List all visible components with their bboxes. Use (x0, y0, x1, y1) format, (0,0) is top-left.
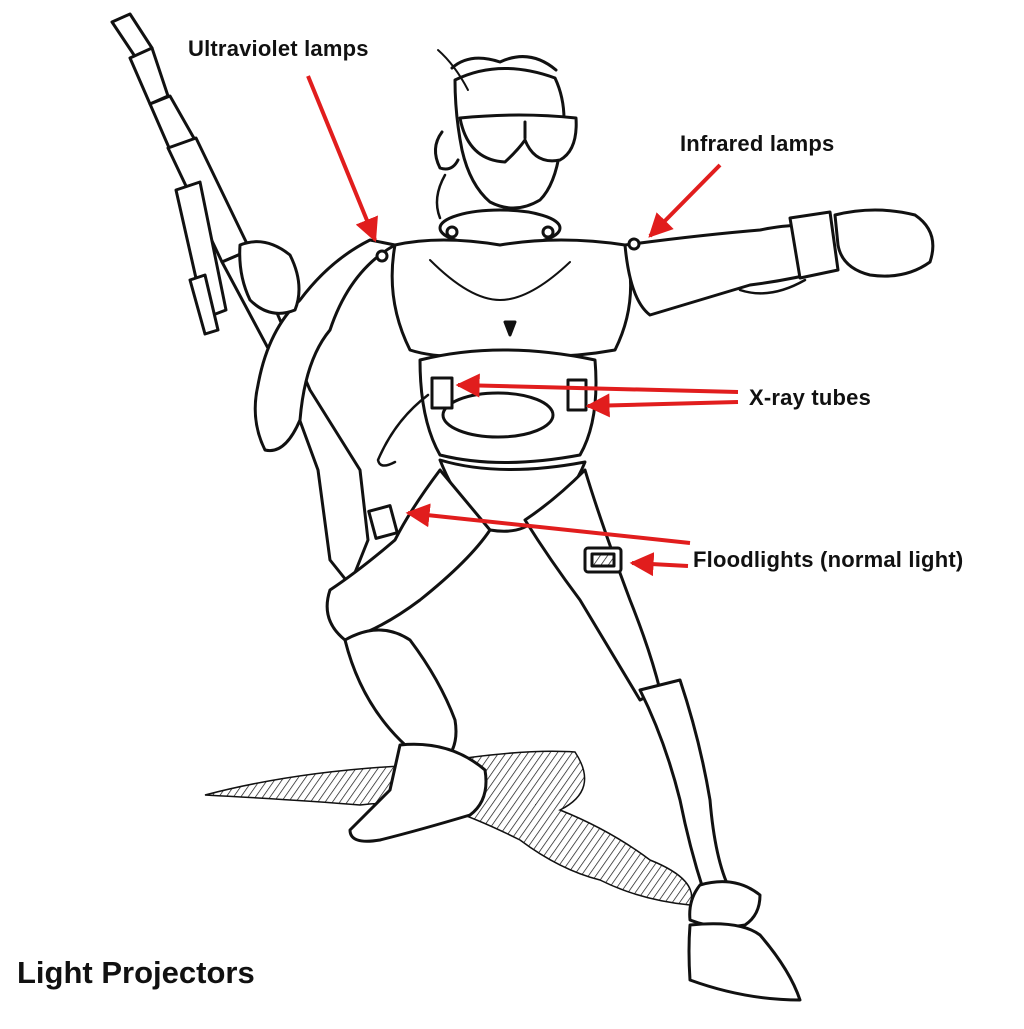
label-ultraviolet-lamps: Ultraviolet lamps (188, 36, 369, 61)
label-infrared-lamps: Infrared lamps (680, 131, 835, 156)
figure-title: Light Projectors (17, 955, 255, 990)
robot-body (238, 49, 935, 1002)
arrow-ultraviolet (306, 75, 378, 243)
arrow-flood-upper (405, 503, 691, 545)
arrow-xray-lower (585, 393, 739, 418)
callout-arrows (306, 75, 739, 577)
arrow-infrared (648, 163, 722, 238)
rifle (110, 12, 370, 587)
arrow-flood-lower (629, 552, 689, 577)
label-floodlights: Floodlights (normal light) (693, 547, 964, 572)
label-xray-tubes: X-ray tubes (749, 385, 872, 410)
arrow-xray-upper (455, 373, 739, 398)
